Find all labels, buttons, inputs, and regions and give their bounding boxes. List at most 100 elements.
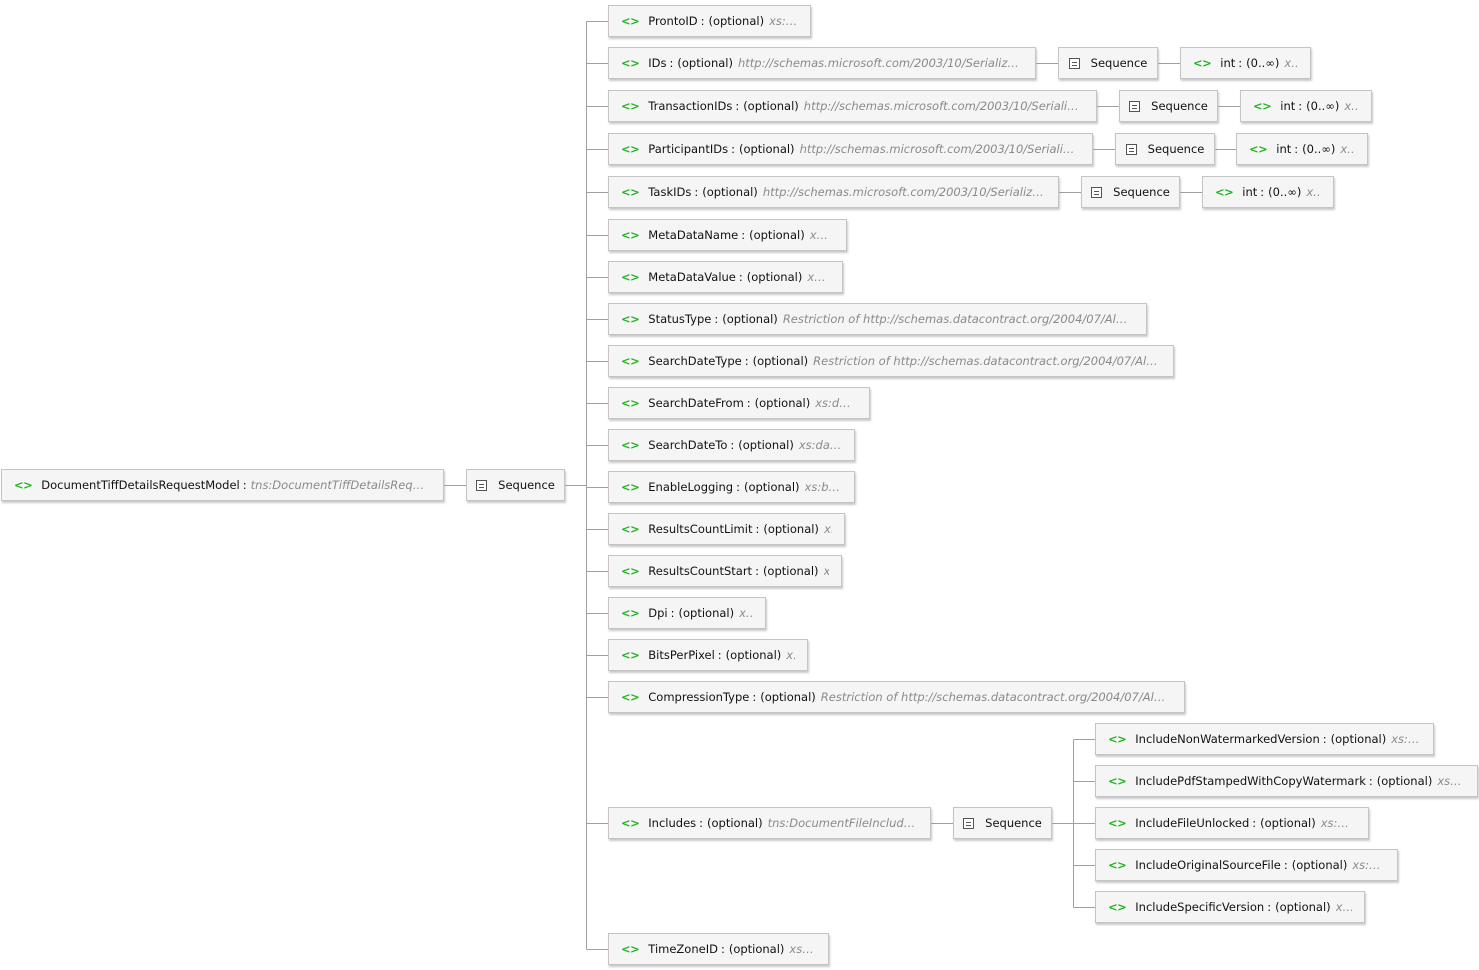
- element-includes[interactable]: <>Includes:(optional)tns:DocumentFileInc…: [608, 807, 931, 839]
- element-occurrence: (optional): [702, 185, 758, 199]
- element-icon: <>: [621, 648, 640, 662]
- sequence-ids[interactable]: Sequence: [1058, 47, 1158, 79]
- element-icon: <>: [1108, 858, 1127, 872]
- element-search-date-from[interactable]: <>SearchDateFrom:(optional)xs:dateTime: [608, 387, 870, 419]
- element-occurrence: (optional): [677, 56, 733, 70]
- element-occurrence: (optional): [738, 438, 794, 452]
- element-icon: <>: [1193, 56, 1212, 70]
- sequence-icon: [476, 479, 488, 491]
- element-occurrence: (0..∞): [1268, 185, 1302, 199]
- element-name: Dpi: [648, 606, 668, 620]
- element-participant-ids-int[interactable]: <>int:(0..∞)xs:int: [1236, 133, 1368, 165]
- element-time-zone-id[interactable]: <>TimeZoneID:(optional)xs:string: [608, 933, 829, 965]
- element-icon: <>: [621, 606, 640, 620]
- element-name: IncludePdfStampedWithCopyWatermark: [1135, 774, 1366, 788]
- sequence-label: Sequence: [1151, 99, 1208, 113]
- separator: :: [741, 228, 746, 242]
- separator: :: [755, 564, 759, 578]
- element-icon: <>: [621, 480, 640, 494]
- element-icon: <>: [621, 270, 640, 284]
- element-name: Includes: [648, 816, 697, 830]
- element-compression-type[interactable]: <>CompressionType:(optional)Restriction …: [608, 681, 1185, 713]
- element-dpi[interactable]: <>Dpi:(optional)xs:int: [608, 597, 766, 629]
- element-ids[interactable]: <>IDs:(optional)http://schemas.microsoft…: [608, 47, 1036, 79]
- element-name: ResultsCountLimit: [648, 522, 753, 536]
- sequence-includes[interactable]: Sequence: [953, 807, 1052, 839]
- element-icon: <>: [14, 478, 33, 492]
- element-include-non-watermarked-version[interactable]: <>IncludeNonWatermarkedVersion:(optional…: [1095, 723, 1434, 755]
- element-results-count-limit[interactable]: <>ResultsCountLimit:(optional)xs:int: [608, 513, 845, 545]
- element-meta-data-name[interactable]: <>MetaDataName:(optional)xs:string: [608, 219, 847, 251]
- element-pronto-id[interactable]: <>ProntoID:(optional)xs:string: [608, 5, 811, 37]
- element-include-file-unlocked[interactable]: <>IncludeFileUnlocked:(optional)xs:boole…: [1095, 807, 1369, 839]
- element-name: SearchDateType: [648, 354, 742, 368]
- element-include-specific-version[interactable]: <>IncludeSpecificVersion:(optional)xs:sh…: [1095, 891, 1365, 923]
- element-occurrence: (optional): [1376, 774, 1433, 788]
- element-type: xs:string: [769, 14, 798, 28]
- element-name: int: [1276, 142, 1292, 156]
- element-participant-ids[interactable]: <>ParticipantIDs:(optional)http://schema…: [608, 133, 1093, 165]
- element-occurrence: (optional): [707, 816, 763, 830]
- element-transaction-ids-int[interactable]: <>int:(0..∞)xs:int: [1240, 90, 1372, 122]
- sequence-label: Sequence: [498, 478, 555, 492]
- element-search-date-type[interactable]: <>SearchDateType:(optional)Restriction o…: [608, 345, 1174, 377]
- element-occurrence: (optional): [1275, 900, 1331, 914]
- element-icon: <>: [621, 228, 640, 242]
- element-task-ids-int[interactable]: <>int:(0..∞)xs:int: [1202, 176, 1334, 208]
- separator: :: [1298, 99, 1303, 113]
- element-status-type[interactable]: <>StatusType:(optional)Restriction of ht…: [608, 303, 1147, 335]
- element-type: xs:boolean: [1352, 858, 1385, 872]
- element-occurrence: (optional): [725, 648, 782, 662]
- element-include-original-source-file[interactable]: <>IncludeOriginalSourceFile:(optional)xs…: [1095, 849, 1398, 881]
- element-occurrence: (optional): [746, 270, 803, 284]
- separator: :: [694, 185, 699, 199]
- element-icon: <>: [621, 99, 640, 113]
- element-name: ResultsCountStart: [648, 564, 753, 578]
- separator: :: [1252, 816, 1257, 830]
- sequence-transaction-ids[interactable]: Sequence: [1119, 90, 1218, 122]
- element-transaction-ids[interactable]: <>TransactionIDs:(optional)http://schema…: [608, 90, 1097, 122]
- element-meta-data-value[interactable]: <>MetaDataValue:(optional)xs:string: [608, 261, 843, 293]
- element-type: http://schemas.microsoft.com/2003/10/Ser…: [762, 185, 1046, 199]
- element-occurrence: (0..∞): [1306, 99, 1340, 113]
- element-occurrence: (optional): [722, 312, 778, 326]
- element-occurrence: (optional): [749, 228, 805, 242]
- element-occurrence: (optional): [760, 690, 816, 704]
- separator: :: [1267, 900, 1272, 914]
- element-name: CompressionType: [648, 690, 750, 704]
- element-type: http://schemas.microsoft.com/2003/10/Ser…: [738, 56, 1023, 70]
- element-occurrence: (optional): [1291, 858, 1348, 872]
- separator: :: [755, 522, 760, 536]
- element-occurrence: (optional): [1330, 732, 1387, 746]
- element-enable-logging[interactable]: <>EnableLogging:(optional)xs:boolean: [608, 471, 855, 503]
- separator: :: [744, 354, 749, 368]
- sequence-label: Sequence: [985, 816, 1042, 830]
- element-name: IncludeOriginalSourceFile: [1135, 858, 1281, 872]
- element-occurrence: (optional): [754, 396, 811, 410]
- element-icon: <>: [621, 522, 640, 536]
- element-icon: <>: [621, 438, 640, 452]
- element-ids-int[interactable]: <>int:(0..∞)xs:int: [1180, 47, 1311, 79]
- element-include-pdf-stamped-with-copy-watermark[interactable]: <>IncludePdfStampedWithCopyWatermark:(op…: [1095, 765, 1478, 797]
- element-name: int: [1242, 185, 1258, 199]
- root-sequence-node[interactable]: Sequence: [466, 469, 565, 501]
- separator: :: [1294, 142, 1299, 156]
- separator: :: [730, 438, 735, 452]
- element-search-date-to[interactable]: <>SearchDateTo:(optional)xs:dateTime: [608, 429, 855, 461]
- root-element-node[interactable]: <> DocumentTiffDetailsRequestModel : tns…: [1, 469, 444, 501]
- sequence-task-ids[interactable]: Sequence: [1081, 176, 1180, 208]
- separator: :: [735, 99, 740, 113]
- element-task-ids[interactable]: <>TaskIDs:(optional)http://schemas.micro…: [608, 176, 1059, 208]
- element-icon: <>: [1249, 142, 1268, 156]
- element-icon: <>: [621, 354, 640, 368]
- element-name: SearchDateFrom: [648, 396, 744, 410]
- sequence-participant-ids[interactable]: Sequence: [1115, 133, 1215, 165]
- element-type: xs:int: [824, 564, 829, 578]
- separator: :: [731, 142, 735, 156]
- sequence-icon: [1129, 100, 1141, 112]
- separator: :: [1260, 185, 1265, 199]
- element-results-count-start[interactable]: <>ResultsCountStart:(optional)xs:int: [608, 555, 842, 587]
- element-bits-per-pixel[interactable]: <>BitsPerPixel:(optional)xs:int: [608, 639, 808, 671]
- element-name: TransactionIDs: [648, 99, 733, 113]
- sequence-label: Sequence: [1147, 142, 1205, 156]
